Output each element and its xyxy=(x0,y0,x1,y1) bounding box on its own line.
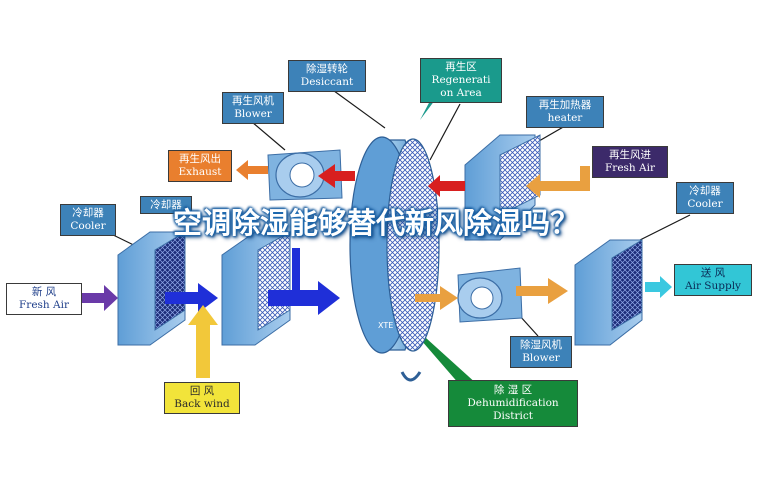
right-cooler-shape xyxy=(574,239,643,346)
regen-heater-label-cn: 再生加热器 xyxy=(538,99,592,111)
cooler-left-label-en: Cooler xyxy=(70,220,106,232)
back-wind-label: 回 风 Back wind xyxy=(164,382,240,414)
dehum-blower-shape xyxy=(457,267,523,323)
desiccant-label: 除湿转轮 Desiccant xyxy=(288,60,366,92)
regen-blower-label-en: Blower xyxy=(234,108,272,120)
dehum-district-label-cn: 除 湿 区 xyxy=(493,384,533,396)
desiccant-label-en: Desiccant xyxy=(300,76,354,88)
fresh-air-label-cn: 新 风 xyxy=(31,286,57,298)
dehum-district-label-en2: District xyxy=(493,410,533,422)
regen-blower-label-cn: 再生风机 xyxy=(232,95,274,107)
exhaust-label-en: Exhaust xyxy=(178,166,222,178)
exhaust-label-cn: 再生风出 xyxy=(179,153,221,165)
fresh-air-label: 新 风 Fresh Air xyxy=(6,283,82,315)
wheel-mark: XTE xyxy=(378,321,393,330)
cooler-left-2-label-cn: 冷却器 xyxy=(150,199,182,211)
fresh-air-label-en: Fresh Air xyxy=(19,299,69,311)
left-cooler-2-shape xyxy=(221,231,291,346)
air-supply-label-cn: 送 风 xyxy=(700,267,726,279)
regen-blower-label: 再生风机 Blower xyxy=(222,92,284,124)
desiccant-label-cn: 除湿转轮 xyxy=(306,63,348,75)
cooler-left-label: 冷却器 Cooler xyxy=(60,204,116,236)
dehum-district-label: 除 湿 区 Dehumidification District xyxy=(448,380,578,427)
cooler-right-label-cn: 冷却器 xyxy=(689,185,721,197)
regeneration-label: 再生区 Regenerati on Area xyxy=(420,58,502,103)
cooler-right-label-en: Cooler xyxy=(687,198,723,210)
dehum-blower-label: 除湿风机 Blower xyxy=(510,336,572,368)
regen-fresh-air-label: 再生风进 Fresh Air xyxy=(592,146,668,178)
leader-lines xyxy=(102,87,691,337)
regen-heater-shape xyxy=(464,134,541,241)
cooler-right-label: 冷却器 Cooler xyxy=(676,182,734,214)
dehum-blower-label-cn: 除湿风机 xyxy=(520,339,562,351)
exhaust-label: 再生风出 Exhaust xyxy=(168,150,232,182)
regen-heater-label: 再生加热器 heater xyxy=(526,96,604,128)
cooler-left-label-cn: 冷却器 xyxy=(72,207,104,219)
overlay-title: 空调除湿能够替代新风除湿吗？ xyxy=(172,206,579,240)
flow-arrows xyxy=(80,160,672,378)
regen-fresh-air-label-en: Fresh Air xyxy=(605,162,655,174)
regen-fresh-air-label-cn: 再生风进 xyxy=(609,149,651,161)
left-cooler-1-shape xyxy=(117,231,186,346)
back-wind-label-en: Back wind xyxy=(174,398,230,410)
regen-heater-label-en: heater xyxy=(547,112,583,124)
air-supply-label-en: Air Supply xyxy=(685,280,741,292)
regeneration-label-en1: Regenerati xyxy=(431,74,491,86)
dehum-district-label-en1: Dehumidification xyxy=(467,397,559,409)
air-supply-label: 送 风 Air Supply xyxy=(674,264,752,296)
back-wind-label-cn: 回 风 xyxy=(189,385,215,397)
cooler-left-2-label: 冷却器 xyxy=(140,196,192,214)
regeneration-label-cn: 再生区 xyxy=(445,61,477,73)
dehum-blower-label-en: Blower xyxy=(522,352,560,364)
regeneration-label-en2: on Area xyxy=(440,87,482,99)
